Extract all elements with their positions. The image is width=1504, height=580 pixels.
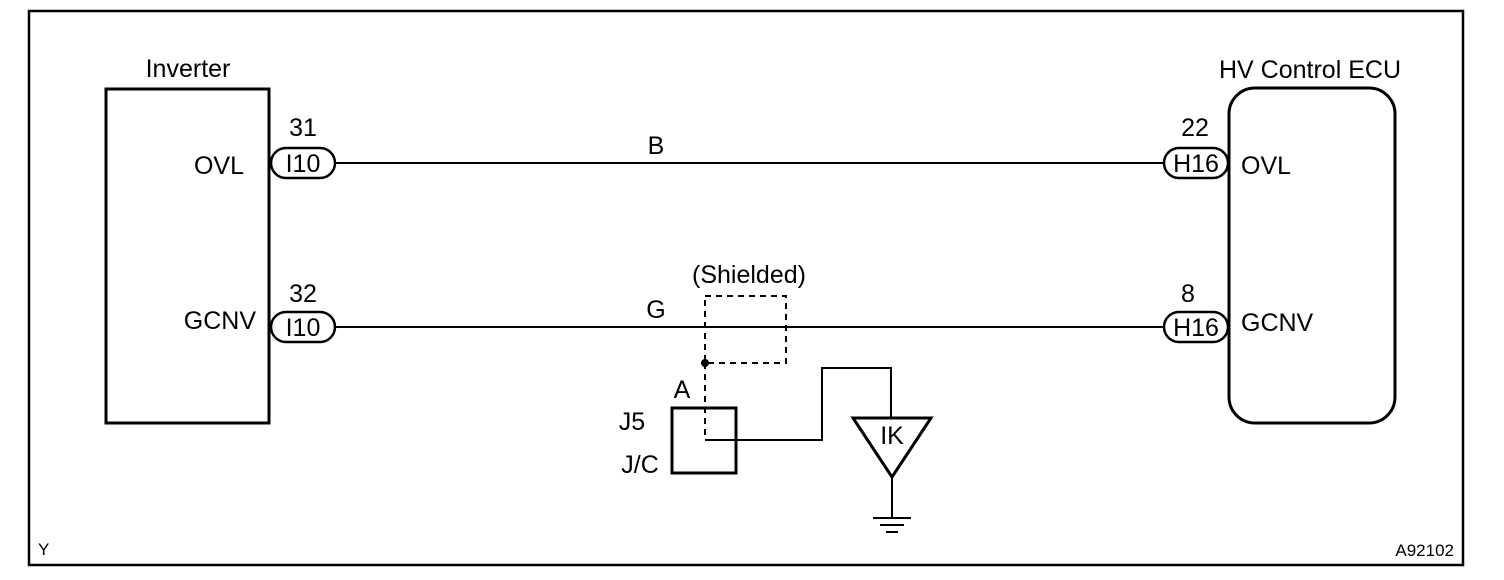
ecu-ovl-connector-label: H16 — [1173, 150, 1219, 178]
corner-label-left: Y — [38, 540, 49, 559]
ecu-gcnv-connector-label: H16 — [1173, 314, 1219, 342]
inverter-component: Inverter OVL GCNV — [104, 55, 271, 425]
inverter-ovl-connector — [269, 146, 337, 180]
inverter-gcnv-connector-label: I10 — [286, 314, 321, 342]
gcnv-circuit: 32 I10 G 8 H16 — [269, 280, 1230, 344]
diagram-frame — [27, 9, 1465, 567]
junction-type: J/C — [621, 451, 659, 479]
junction-id: J5 — [619, 408, 645, 436]
shield: (Shielded) — [692, 261, 806, 440]
ground-wire — [705, 367, 892, 441]
inverter-box — [104, 87, 271, 425]
inverter-ovl-pin: 31 — [289, 114, 317, 142]
ecu-terminal-gcnv: GCNV — [1241, 309, 1314, 337]
figure-id: A92102 — [1395, 541, 1454, 560]
inverter-ovl-connector-label: I10 — [286, 150, 321, 178]
inverter-terminal-gcnv: GCNV — [184, 307, 257, 335]
inverter-gcnv-connector — [269, 310, 337, 344]
ground-point: IK — [850, 416, 934, 533]
junction-connector: A J5 J/C — [619, 367, 892, 479]
inverter-gcnv-pin: 32 — [289, 280, 317, 308]
ovl-wire-color: B — [648, 132, 665, 160]
ecu-terminal-ovl: OVL — [1241, 152, 1291, 180]
ecu-gcnv-connector — [1162, 310, 1230, 344]
inverter-terminal-ovl: OVL — [194, 152, 244, 180]
shield-label: (Shielded) — [692, 261, 806, 289]
junction-pin-label: A — [674, 376, 691, 404]
ecu-component: HV Control ECU OVL GCNV — [1219, 56, 1401, 425]
inverter-title: Inverter — [146, 55, 231, 83]
gcnv-wire-color: G — [646, 296, 665, 324]
shield-box — [704, 295, 787, 364]
ground-point-label: IK — [880, 422, 904, 450]
ecu-box — [1227, 86, 1397, 425]
ecu-ovl-connector — [1162, 146, 1230, 180]
ecu-ovl-pin: 22 — [1181, 114, 1209, 142]
ecu-gcnv-pin: 8 — [1181, 280, 1195, 308]
ground-triangle — [850, 416, 934, 480]
ovl-circuit: 31 I10 B 22 H16 — [269, 114, 1230, 180]
ecu-title: HV Control ECU — [1219, 56, 1401, 84]
